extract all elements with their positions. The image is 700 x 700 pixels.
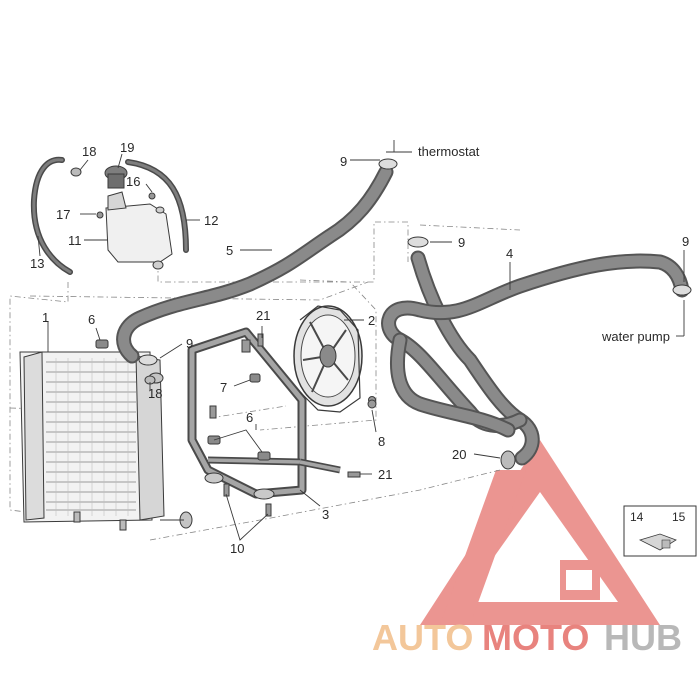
label-part-18b: 18 [148,386,162,401]
hose-13 [30,156,73,275]
label-part-8: 8 [378,434,385,449]
watermark-text: AUTO MOTO HUB [372,617,682,658]
hose-5 [116,164,394,364]
label-part-6a: 6 [88,312,95,327]
label-part-12: 12 [204,213,218,228]
label-part-6b: 6 [246,410,253,425]
watermark-logo [420,440,660,625]
watermark-hub: HUB [604,617,682,658]
label-part-15: 15 [672,510,686,524]
label-part-5: 5 [226,243,233,258]
label-part-3: 3 [322,507,329,522]
label-part-9b: 9 [458,235,465,250]
expansion-tank [104,165,173,270]
assembly-lines [9,221,521,541]
radiator [19,351,193,531]
leader-lines [37,140,685,541]
label-thermostat: thermostat [418,144,480,159]
watermark-moto: MOTO [482,617,589,658]
label-water-pump: water pump [601,329,670,344]
label-part-16: 16 [126,174,140,189]
label-part-17: 17 [56,207,70,222]
label-part-9a: 9 [340,154,347,169]
label-part-18a: 18 [82,144,96,159]
label-part-4: 4 [506,246,513,261]
watermark-auto: AUTO [372,617,473,658]
inset-detail-box [623,505,697,557]
label-part-9c: 9 [682,234,689,249]
label-part-14: 14 [630,510,644,524]
label-part-19: 19 [120,140,134,155]
label-part-7: 7 [220,380,227,395]
part-labels: thermostat water pump 1 2 3 4 5 6 6 7 8 … [30,140,689,556]
label-part-21a: 21 [256,308,270,323]
label-part-1: 1 [42,310,49,325]
label-part-21b: 21 [378,467,392,482]
label-part-11: 11 [68,233,82,248]
hose-12 [125,159,189,253]
fan-bracket [187,327,341,500]
label-part-9d: 9 [186,336,193,351]
cooling-fan [293,305,376,413]
label-part-20: 20 [452,447,466,462]
small-parts [95,192,377,517]
label-part-2: 2 [368,313,375,328]
hose-4 [381,250,690,466]
label-part-13: 13 [30,256,44,271]
hose-clamps [70,158,692,470]
label-part-10: 10 [230,541,244,556]
